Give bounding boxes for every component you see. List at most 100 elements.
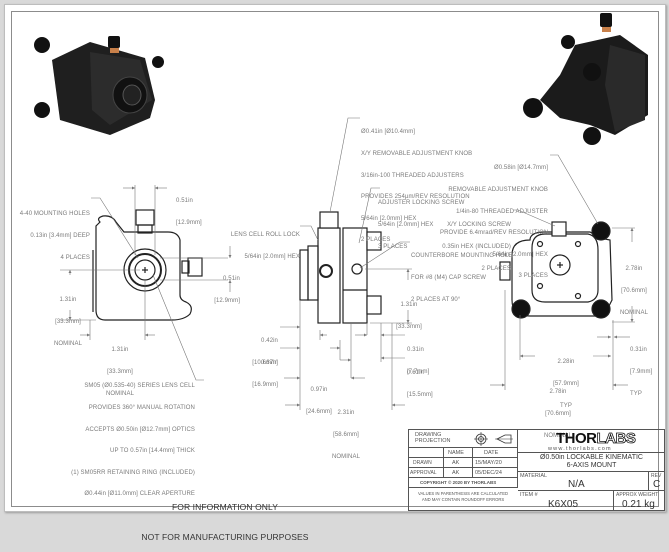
note-line: (1) SM05RR RETAINING RING (INCLUDED) (71, 469, 195, 476)
label-line: DRAWING (415, 432, 442, 438)
dim-value: 0.61in (407, 370, 424, 377)
dim-value: 2.78in (549, 389, 567, 396)
weight-value: 0.21 kg (622, 499, 655, 510)
dim-value: 2.31in (337, 410, 355, 417)
item-number: K6X05 (548, 499, 579, 510)
adjuster-locking-screw-note: ADJUSTER LOCKING SCREW 5/64in [2.0mm] HE… (378, 186, 465, 258)
website: www.thorlabs.com (548, 446, 612, 452)
dim-value: [70.6mm] (545, 411, 571, 418)
side-view (299, 211, 382, 324)
mounting-holes-note: 4-40 MOUNTING HOLES 0.13in [3.4mm] DEEP … (18, 197, 90, 269)
note-line: ACCEPTS Ø0.50in [Ø12.7mm] OPTICS (85, 426, 195, 433)
side-dim-031: 0.31in [7.7mm] (407, 333, 429, 383)
side-dim-042: 0.42in [10.6mm] (244, 324, 278, 374)
lens-cell-note: SM05 (Ø0.535-40) SERIES LENS CELL PROVID… (40, 369, 195, 506)
dim-value: 0.51in (176, 198, 193, 205)
note-line: PROVIDES 360° MANUAL ROTATION (88, 405, 195, 412)
rear-dim-031: 0.31in [7.9mm] TYP (630, 333, 652, 405)
note-line: VALUES IN PARENTHESIS ARE CALCULATED (417, 491, 509, 496)
roll-lock-note: LENS CELL ROLL LOCK 5/64in [2.0mm] HEX (200, 218, 300, 268)
dim-value: 1.31in (59, 297, 77, 304)
counterbore-note: COUNTERBORE MOUNTING HOLE FOR #8 (M4) CA… (411, 239, 513, 311)
iso-view-rear (523, 13, 648, 145)
iso-view-front (34, 36, 164, 135)
col-name-header: NAME (448, 450, 464, 456)
note-line: X/Y LOCKING SCREW (447, 222, 511, 229)
note-line: 3 PLACES (378, 243, 408, 250)
dim-value: 2.78in (625, 266, 643, 273)
disclaimer-line: NOT FOR MANUFACTURING PURPOSES (141, 532, 309, 542)
dim-value: [7.9mm] (630, 369, 653, 376)
rear-dim-height: 2.78in [70.6mm] NOMINAL (617, 252, 651, 324)
thorlabs-logo: THORLABS (556, 430, 636, 448)
note-line: 5/64in [2.0mm] HEX (492, 251, 548, 258)
rear-view (499, 221, 613, 319)
dim-value: [58.6mm] (333, 432, 359, 439)
rear-dim-278: 2.78in [70.6mm] NOMINAL (540, 375, 576, 447)
dim-value: 0.97in (310, 387, 328, 394)
note-line: Ø0.44in [Ø11.0mm] CLEAR APERTURE (84, 491, 195, 498)
dim-value: [33.3mm] (396, 324, 422, 331)
front-dim-top: 0.51in [12.9mm] (176, 184, 202, 234)
note-line: Ø0.58in [Ø14.7mm] (493, 165, 548, 172)
side-dim-height: 1.31in [33.3mm] (394, 288, 424, 338)
side-dim-067: 0.67in [16.9mm] (244, 346, 278, 396)
drawn-name: AK (452, 460, 460, 466)
front-dim-horizontal: 1.31in [33.3mm] NOMINAL (98, 333, 142, 405)
side-view-dimensions (280, 117, 412, 410)
dim-value: NOMINAL (53, 340, 83, 347)
rev-label: REV (651, 473, 662, 479)
note-line: 1/4in-80 THREADED ADJUSTER (456, 208, 548, 215)
note-line: AND MAY CONTAIN ROUNDOFF ERRORS (421, 497, 505, 502)
dim-value: [10.6mm] (252, 360, 278, 367)
title-line: Ø0.50in LOCKABLE KINEMATIC (540, 454, 643, 461)
disclaimer: FOR INFORMATION ONLY NOT FOR MANUFACTURI… (100, 482, 350, 552)
rear-knob-note: Ø0.58in [Ø14.7mm] REMOVABLE ADJUSTMENT K… (440, 151, 548, 288)
dim-value: [7.7mm] (407, 369, 430, 376)
dim-value: [57.9mm] (553, 381, 579, 388)
note-line: 2 PLACES (481, 265, 511, 272)
dim-value: [12.9mm] (176, 220, 202, 227)
note-line: FOR #8 (M4) CAP SCREW (411, 275, 486, 282)
dim-value: 0.31in (630, 347, 647, 354)
drawing-frame (11, 11, 659, 507)
dim-value: 0.51in (223, 276, 240, 283)
note-line: 2 PLACES (361, 237, 391, 244)
dim-value: [15.5mm] (407, 392, 433, 399)
dim-value: 1.31in (400, 302, 418, 309)
dim-value: 0.67in (261, 360, 278, 367)
note-line: COUNTERBORE MOUNTING HOLE (411, 253, 513, 260)
side-dim-231: 2.31in [58.6mm] NOMINAL (326, 396, 366, 468)
note-line: 3 PLACES (518, 273, 548, 280)
drawing-graphics (34, 13, 648, 410)
note-line: X/Y REMOVABLE ADJUSTMENT KNOB (361, 151, 473, 158)
note-line: 4-40 MOUNTING HOLES (19, 211, 90, 218)
note-line: LENS CELL ROLL LOCK (230, 232, 300, 239)
note-line: 4 PLACES (60, 254, 90, 261)
note-line: PROVIDES 254µm/REV RESOLUTION (361, 194, 470, 201)
material-label: MATERIAL (520, 473, 548, 479)
dim-value: [33.3mm] (107, 369, 133, 376)
note-line: Ø0.41in [Ø10.4mm] (361, 129, 416, 136)
dim-value: [16.9mm] (252, 382, 278, 389)
logo-labs: LABS (596, 430, 636, 448)
rev-value: C (653, 479, 661, 490)
xy-locking-screw-note: X/Y LOCKING SCREW 0.35in HEX (INCLUDED) … (440, 208, 511, 280)
dim-value: [12.9mm] (214, 298, 240, 305)
title-line: 6-AXIS MOUNT (566, 461, 617, 469)
rear-view-dimensions (490, 154, 635, 390)
note-line: SM05 (Ø0.535-40) SERIES LENS CELL (84, 383, 195, 390)
side-knob-note: Ø0.41in [Ø10.4mm] X/Y REMOVABLE ADJUSTME… (361, 115, 472, 252)
note-line: 5/64in [2.0mm] HEX (378, 222, 434, 229)
approval-label: APPROVAL (410, 470, 437, 476)
weight-label: APPROX WEIGHT (616, 492, 659, 498)
item-label: ITEM # (520, 492, 538, 498)
projection-label: DRAWING PROJECTION (415, 432, 450, 444)
col-date-header: DATE (484, 450, 499, 456)
note-line: 5/64in [2.0mm] HEX (361, 215, 417, 222)
dim-value: NOMINAL (543, 432, 573, 439)
front-dim-vertical: 1.31in [33.3mm] NOMINAL (48, 283, 88, 355)
note-line: 5/64in [2.0mm] HEX (244, 254, 300, 261)
approval-name: AK (452, 470, 460, 476)
drawing-title: Ø0.50in LOCKABLE KINEMATIC 6-AXIS MOUNT (520, 454, 663, 469)
